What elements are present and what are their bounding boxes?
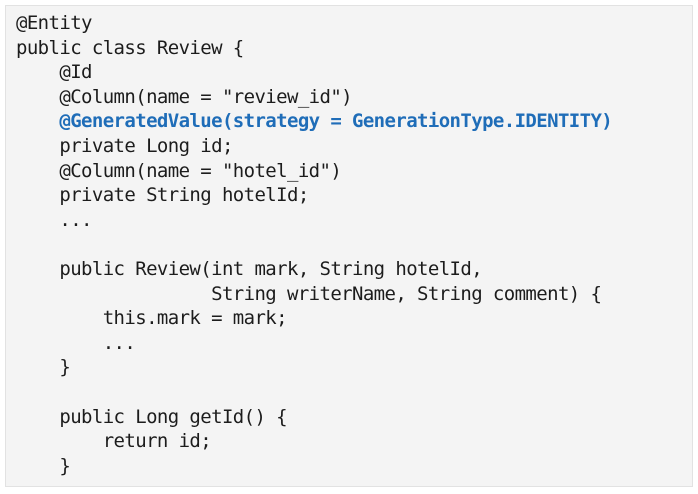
code-line-blank (16, 380, 692, 405)
code-line: } (16, 356, 71, 379)
code-line: @Entity (16, 12, 92, 34)
code-line: @Column(name = "hotel_id") (16, 159, 342, 182)
code-block: @Entity public class Review { @Id @Colum… (5, 5, 693, 487)
code-line: ... (16, 331, 136, 354)
code-line-highlighted: @GeneratedValue(strategy = GenerationTyp… (16, 110, 613, 133)
code-line: ... (16, 208, 92, 231)
code-line: this.mark = mark; (16, 307, 288, 330)
code-line-blank (16, 232, 692, 257)
code-line: } (16, 454, 71, 477)
code-line: @Column(name = "review_id") (16, 85, 353, 108)
code-line: private Long id; (16, 134, 233, 157)
code-line: public class Review { (16, 36, 244, 59)
code-line: public Long getId() { (16, 405, 287, 428)
code-line: public Review(int mark, String hotelId, (16, 257, 483, 280)
code-line: private String hotelId; (16, 184, 309, 207)
code-line: @Id (16, 61, 92, 84)
code-line: String writerName, String comment) { (16, 282, 602, 305)
code-line: return id; (16, 430, 212, 453)
